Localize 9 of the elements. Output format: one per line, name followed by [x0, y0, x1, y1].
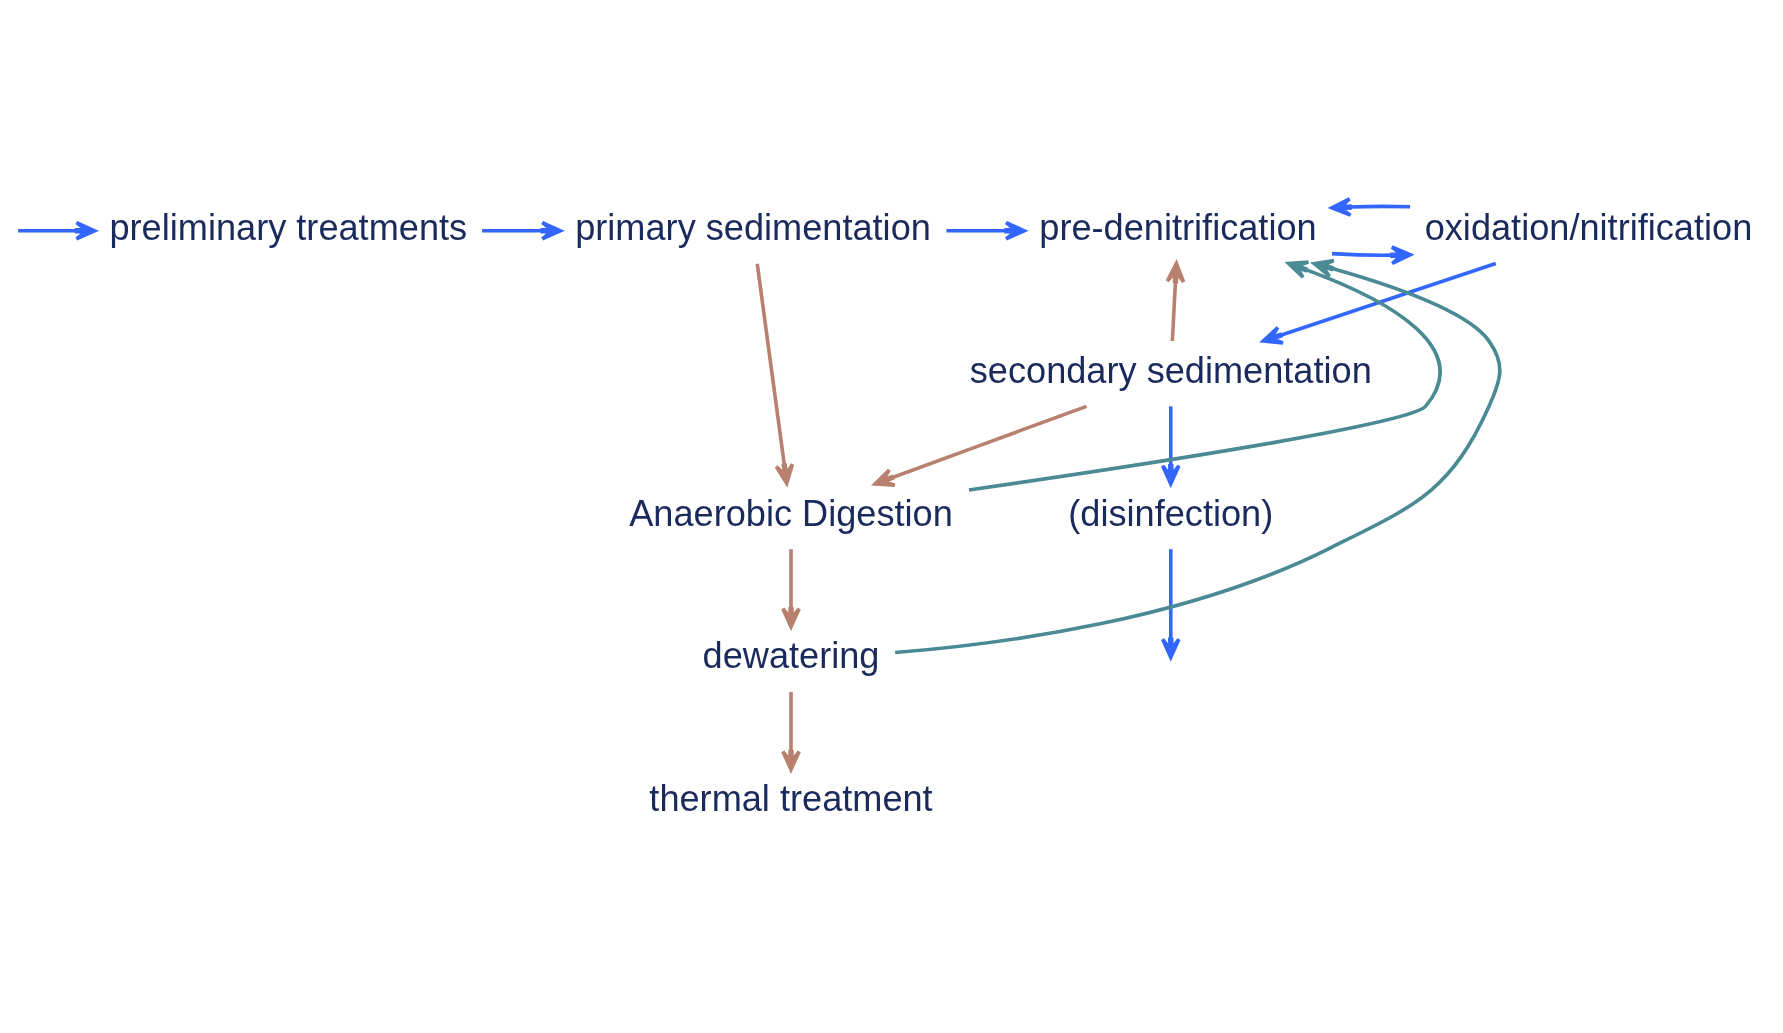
node-text: (disinfection): [1068, 492, 1274, 534]
node-text: oxidation/nitrification: [1424, 206, 1753, 248]
node-text: thermal treatment: [649, 778, 933, 820]
node-text: preliminary treatments: [109, 206, 468, 248]
node-text: secondary sedimentation: [969, 349, 1372, 391]
node-text: dewatering: [702, 635, 880, 677]
node-text: Anaerobic Digestion: [629, 492, 953, 534]
node-text: pre-denitrification: [1039, 206, 1317, 248]
node-text: primary sedimentation: [575, 206, 931, 248]
